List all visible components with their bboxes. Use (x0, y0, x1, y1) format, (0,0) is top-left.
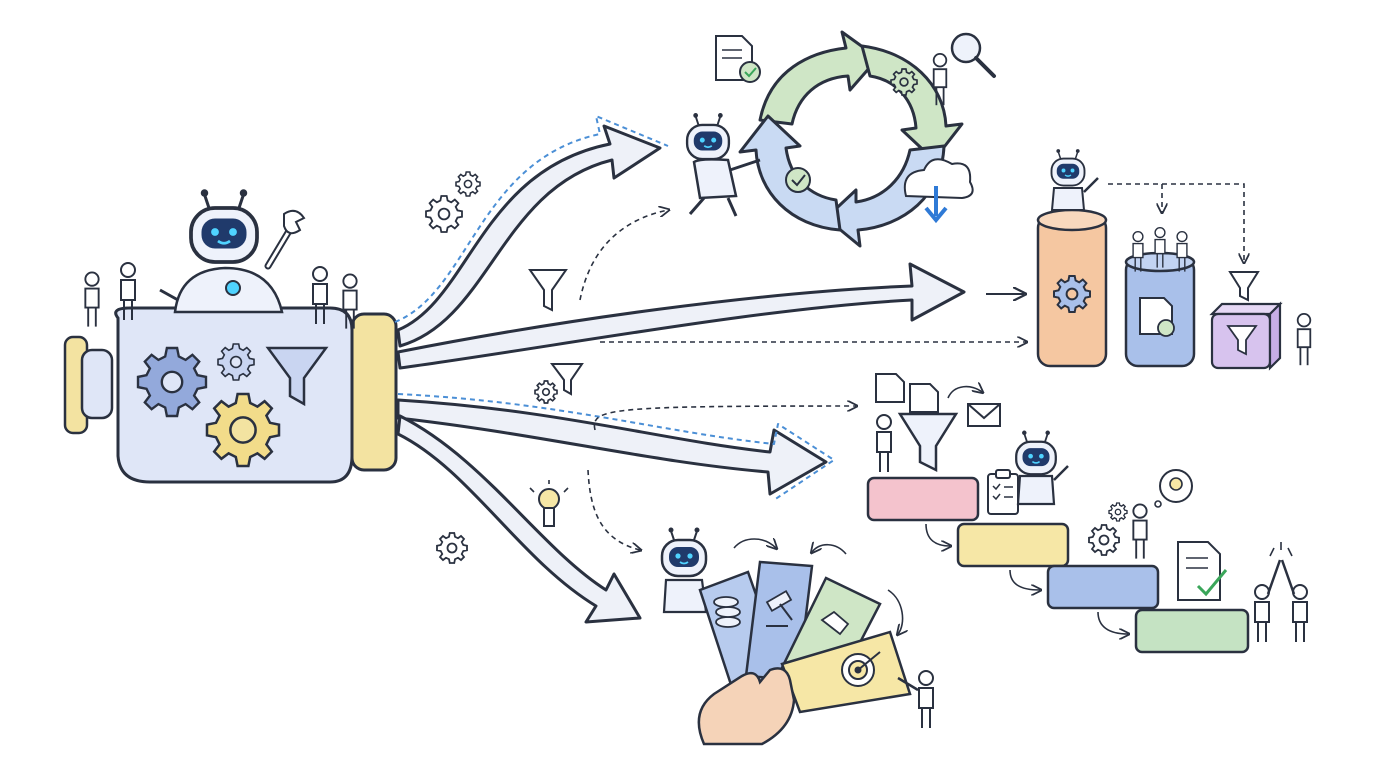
document-check-icon (715, 35, 761, 83)
storage-group (1036, 148, 1312, 371)
curved-arrow (947, 387, 982, 399)
funnel-icon (550, 363, 584, 396)
person-icon (1296, 312, 1312, 367)
flow-arrows (394, 115, 966, 624)
cube-funnel-icon (1209, 301, 1283, 371)
process-steps (866, 476, 1250, 654)
gear-icon (1108, 502, 1128, 522)
handshake-icon (820, 610, 850, 636)
robot-icon (660, 526, 708, 614)
document-check-icon (1177, 541, 1228, 601)
robot-icon (1050, 148, 1099, 211)
cylinder-document-icon (1124, 251, 1196, 368)
robot-icon (1015, 429, 1069, 506)
gear-icon (205, 392, 281, 468)
gear-icon (1088, 524, 1120, 556)
automation-engine (63, 306, 398, 484)
cylinder-gear-icon (1036, 208, 1108, 368)
gear-icon (534, 380, 558, 404)
step-connectors (925, 523, 1128, 634)
clipboard-icon (987, 469, 1019, 515)
card-arrows (733, 539, 903, 634)
high-five-people-icon (1254, 542, 1308, 643)
gear-icon (890, 68, 918, 96)
person-icon (1132, 503, 1148, 560)
coins-icon (713, 596, 739, 608)
gear-icon (425, 195, 463, 233)
funnel-icon (1228, 271, 1260, 302)
engine-robot-icon (159, 187, 284, 314)
envelope-icon (967, 403, 1001, 427)
document-stack-icon (875, 373, 939, 413)
gear-icon (436, 532, 468, 564)
funnel-icon (265, 346, 329, 407)
cloud-download-icon (903, 158, 974, 224)
gear-icon (217, 343, 255, 381)
person-icon (876, 414, 892, 473)
gear-icon (136, 346, 208, 418)
hand-icon (697, 667, 796, 746)
check-icon (785, 167, 811, 193)
card-fan (698, 560, 912, 714)
funnel-icon (897, 412, 959, 473)
arrow-to-cycle (394, 115, 669, 348)
person-icon (84, 271, 100, 328)
lightbulb-icon (529, 480, 569, 527)
robot-icon (685, 111, 761, 217)
dashed-connectors (579, 183, 1244, 550)
target-icon (841, 651, 881, 687)
arrow-to-storage (396, 262, 966, 370)
cycle-arrows-icon (738, 30, 964, 248)
funnel-icon (528, 269, 568, 312)
arrow-to-steps (396, 393, 835, 501)
person-icon (918, 670, 934, 729)
gear-icon (455, 171, 481, 197)
wrench-icon (264, 209, 306, 270)
magnifier-icon (950, 32, 996, 78)
thought-bubble-icon (1154, 469, 1193, 508)
arrow-to-cards (396, 414, 642, 624)
